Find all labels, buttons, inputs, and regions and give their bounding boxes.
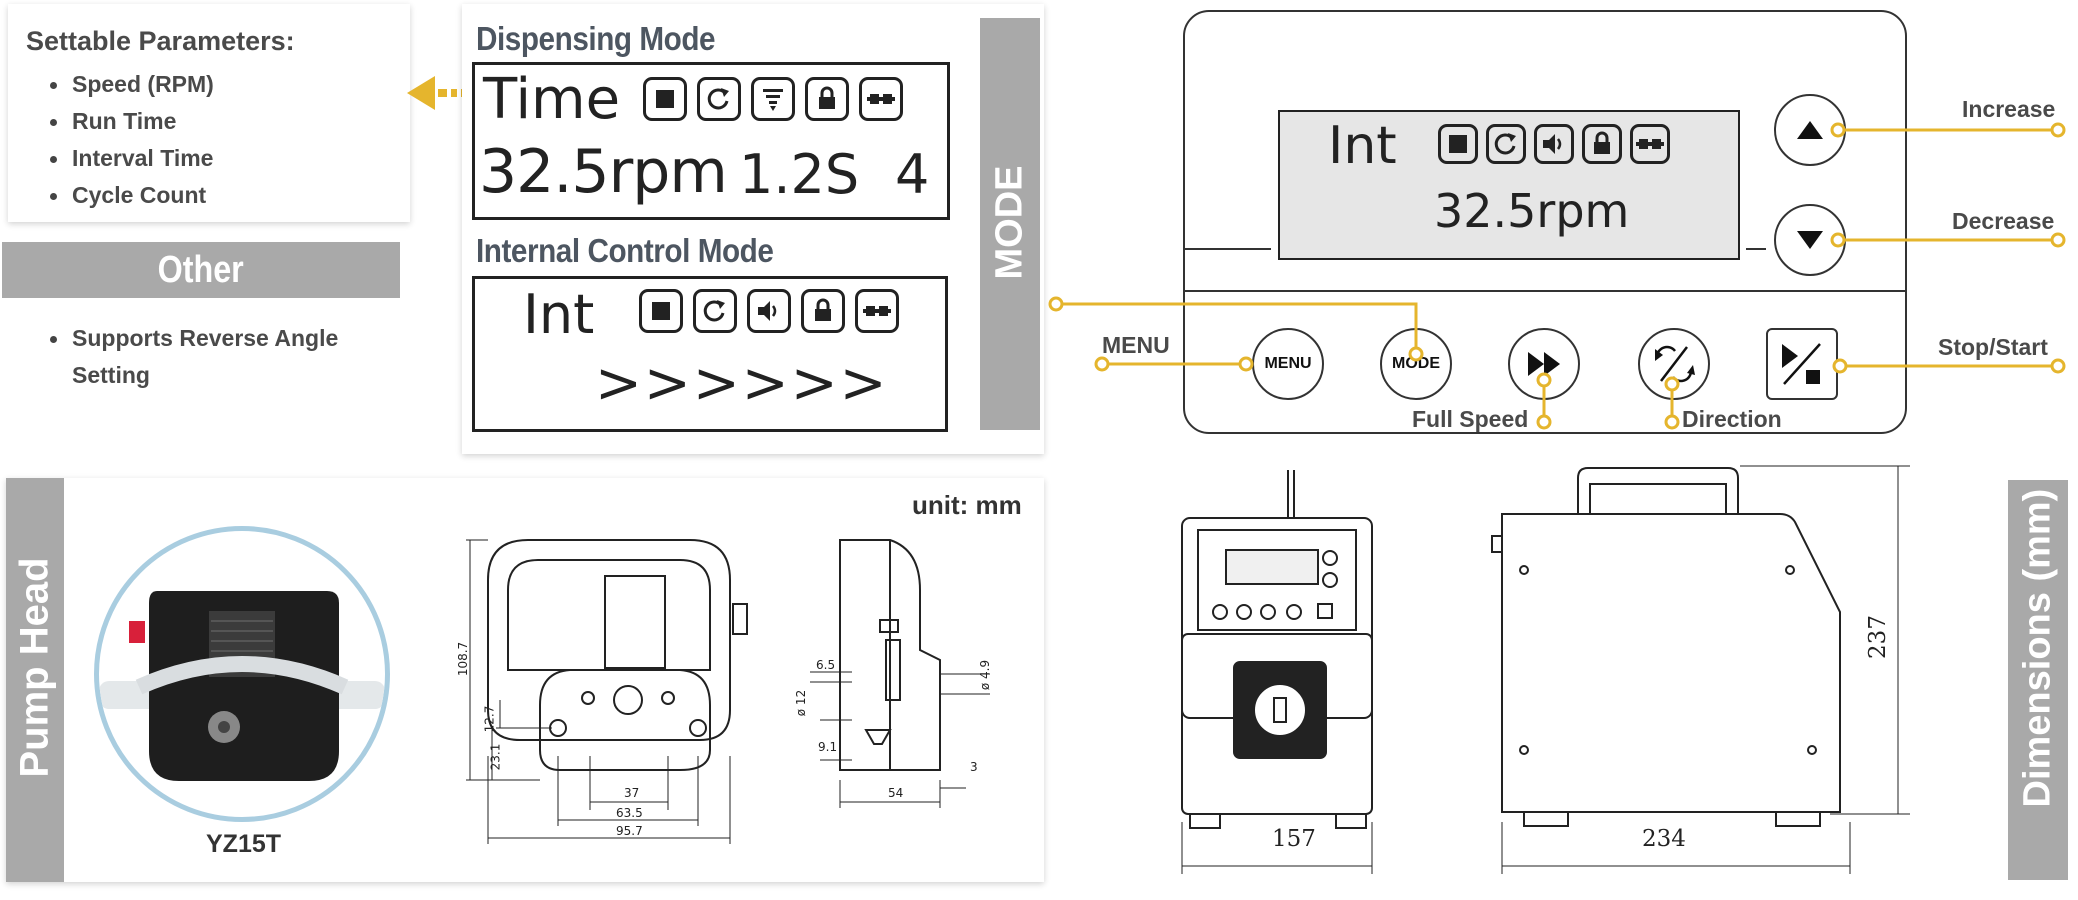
internal-mode-heading: Internal Control Mode <box>476 232 774 269</box>
dim-side-a: 6.5 <box>816 658 836 672</box>
other-section-header: Other <box>2 242 400 298</box>
dim-front-w1: 37 <box>624 786 640 800</box>
parameter-item: Cycle Count <box>46 177 214 214</box>
dispensing-lcd-line1: Time <box>483 67 621 132</box>
dim-side-e: 54 <box>888 786 904 800</box>
pump-head-side-band <box>6 478 64 882</box>
stop-start-button[interactable] <box>1766 328 1838 400</box>
stop-square-icon <box>643 77 687 121</box>
dim-side-c: 9.1 <box>818 740 838 754</box>
triangle-up-icon <box>1797 121 1823 139</box>
menu-button-label: MENU <box>1264 355 1312 372</box>
menu-callout: MENU <box>1102 332 1170 358</box>
parameter-item: Run Time <box>46 103 214 140</box>
internal-lcd-line2: >>>>>> <box>595 351 889 416</box>
panel-lcd-line1: Int <box>1328 116 1397 176</box>
pump-front-view-drawing <box>1181 470 1373 874</box>
panel-divider <box>1185 290 1905 292</box>
parameters-title: Settable Parameters: <box>26 26 295 56</box>
other-list: Supports Reverse Angle Setting <box>46 320 376 394</box>
dim-side-b: ø 12 <box>794 689 809 717</box>
remote-plug-icon <box>859 77 903 121</box>
dim-front-w3: 95.7 <box>616 824 643 838</box>
parameters-list: Speed (RPM) Run Time Interval Time Cycle… <box>46 66 214 214</box>
fast-forward-icon <box>1528 352 1560 376</box>
pump-head-model: YZ15T <box>206 830 282 858</box>
dispensing-lcd-time: 1.2S <box>739 143 860 206</box>
pump-head-side-drawing <box>810 539 990 808</box>
cycle-icon <box>697 77 741 121</box>
increase-callout: Increase <box>1962 96 2056 122</box>
dim-front-d2: 23.1 <box>488 743 503 771</box>
lock-icon <box>801 289 845 333</box>
dim-front-d1: 12.7 <box>482 705 497 733</box>
dispensing-lcd-count: 4 <box>895 143 930 206</box>
other-item: Supports Reverse Angle Setting <box>46 320 376 394</box>
unit-label: unit: mm <box>912 490 1022 520</box>
pump-head-front-drawing <box>466 539 748 844</box>
dim-height: 237 <box>1864 615 1891 659</box>
internal-lcd-line1: Int <box>523 283 595 346</box>
internal-lcd: Int >>>>>> <box>472 276 948 432</box>
speaker-icon <box>1534 124 1574 164</box>
mode-side-band <box>980 18 1040 430</box>
triangle-down-icon <box>1797 231 1823 249</box>
dim-side-f: 3 <box>970 760 978 774</box>
full-speed-callout: Full Speed <box>1412 406 1529 432</box>
pump-side-view-drawing <box>1491 465 1910 874</box>
panel-lcd: Int 32.5rpm <box>1278 110 1740 260</box>
dimensions-side-band <box>2008 480 2068 880</box>
remote-plug-icon <box>1630 124 1670 164</box>
dim-front-w2: 63.5 <box>616 806 643 820</box>
stop-start-callout: Stop/Start <box>1938 334 2048 360</box>
lock-icon <box>805 77 849 121</box>
panel-divider-left <box>1185 248 1271 250</box>
parameter-item: Speed (RPM) <box>46 66 214 103</box>
parameters-card <box>8 4 410 222</box>
parameter-item: Interval Time <box>46 140 214 177</box>
dispensing-lcd: Time 32.5rpm 1.2S 4 <box>472 62 950 220</box>
dim-depth: 234 <box>1642 826 1686 852</box>
speaker-icon <box>747 289 791 333</box>
dim-front-width: 157 <box>1272 826 1316 852</box>
direction-callout: Direction <box>1682 406 1782 432</box>
other-title: Other <box>157 248 245 291</box>
panel-divider-right <box>1746 248 1766 250</box>
dimensions-side-label: Dimensions (mm) <box>2016 488 2059 808</box>
decrease-callout: Decrease <box>1952 208 2055 234</box>
dim-front-height: 108.7 <box>456 641 471 677</box>
play-stop-icon <box>1782 343 1821 385</box>
dispensing-mode-heading: Dispensing Mode <box>476 20 716 57</box>
stop-square-icon <box>1438 124 1478 164</box>
cycle-icon <box>693 289 737 333</box>
pump-head-photo <box>94 526 390 822</box>
menu-button[interactable]: MENU <box>1252 328 1324 400</box>
pump-head-side-label: Pump Head <box>12 557 57 778</box>
direction-toggle-icon <box>1655 345 1695 383</box>
remote-plug-icon <box>855 289 899 333</box>
dispensing-lcd-speed: 32.5rpm <box>479 137 728 207</box>
panel-lcd-line2: 32.5rpm <box>1434 184 1630 238</box>
dim-side-d: ø 4.9 <box>978 659 993 691</box>
mode-button-label: MODE <box>1392 355 1440 372</box>
lock-icon <box>1582 124 1622 164</box>
cycle-icon <box>1486 124 1526 164</box>
stop-square-icon <box>639 289 683 333</box>
filter-icon <box>751 77 795 121</box>
